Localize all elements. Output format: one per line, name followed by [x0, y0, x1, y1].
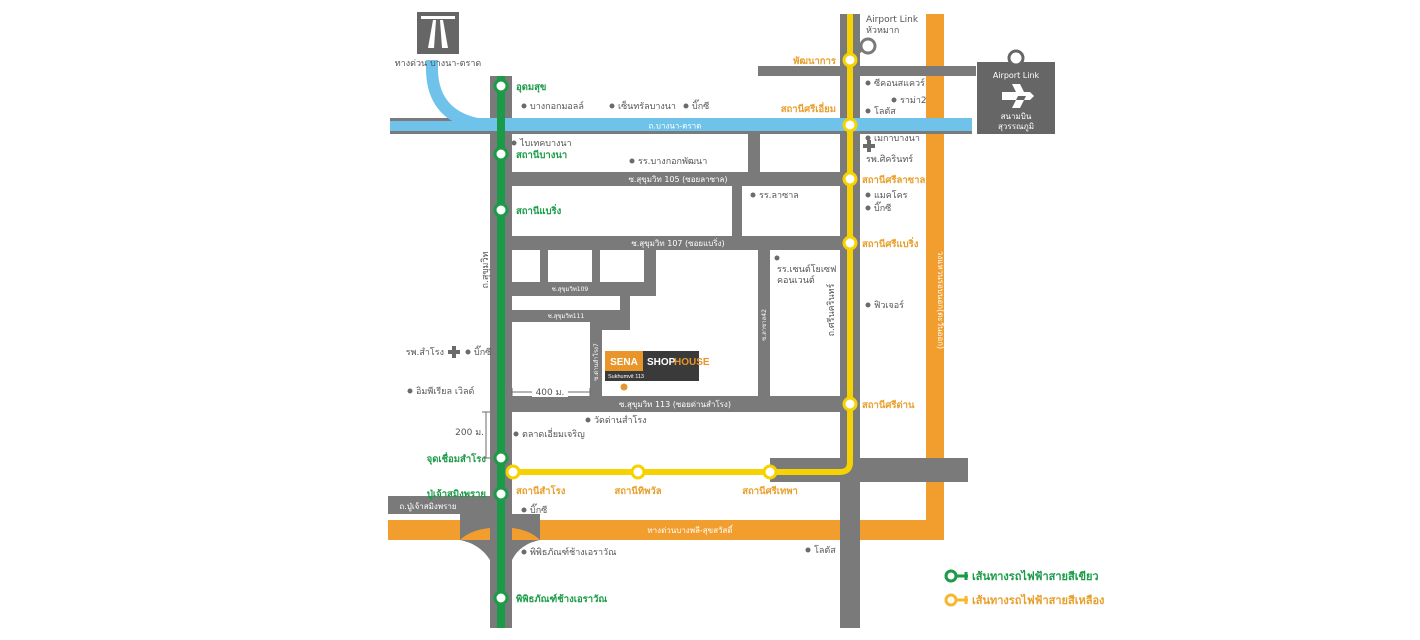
- pu-chao-road-label: ถ.ปู่เจ้าสมิงพราย: [399, 502, 456, 512]
- landmark-bangkok-patana: รร.บางกอกพัฒนา: [638, 157, 707, 167]
- soi105-label: ซ.สุขุมวิท 105 (ซอยลาซาล): [628, 175, 727, 184]
- project-logo: SENA SHOP HOUSE Sukhumvit 113: [605, 351, 710, 381]
- landmark-seacon: ซีคอนสแควร์: [874, 77, 925, 89]
- station-thipphawan: สถานีทิพวัล: [614, 485, 661, 497]
- station-erawan: พิพิธภัณฑ์ช้างเอราวัณ: [516, 593, 607, 605]
- landmark-talad: ตลาดเอี่ยมเจริญ: [522, 427, 585, 440]
- soi-lasalle42-label: ซ.ลาซาล42: [761, 309, 768, 341]
- green-stations: [493, 78, 509, 606]
- station-sri-dan: สถานีศรีด่าน: [862, 399, 915, 411]
- landmark-lotus-2: โลตัส: [814, 545, 836, 556]
- landmark-st-joseph-1: รร.เซนต์โยเซฟ: [777, 263, 836, 275]
- distance-400-label: 400 ม.: [536, 388, 565, 398]
- sukhumvit-label: ถ.สุขุมวิท: [480, 251, 491, 288]
- landmark-central-bangna: เซ็นทรัลบางนา: [618, 99, 676, 112]
- station-sri-thepha: สถานีศรีเทพา: [742, 485, 798, 497]
- station-pattanakan: พัฒนาการ: [793, 56, 837, 67]
- bangna-trat-label: ถ.บางนา-ตราด: [649, 122, 702, 131]
- soi107-label: ซ.สุขุมวิท 107 (ซอยแบริ่ง): [631, 237, 724, 248]
- soi-samrong7-label: ซ.ด่านสำโรง7: [592, 343, 600, 381]
- landmark-st-joseph-2: คอนเวนต์: [777, 274, 815, 286]
- landmark-bigc-2: บิ๊กซี: [874, 201, 891, 214]
- airport-link-label-1: Airport Link: [866, 15, 919, 25]
- landmark-mega-bangna: เมกาบางนา: [874, 134, 920, 144]
- landmark-bangkok-mall: บางกอกมอลล์: [530, 100, 584, 112]
- station-bearing: สถานีแบริ่ง: [516, 203, 562, 217]
- distance-marker-400: [511, 385, 591, 397]
- distance-200-label: 200 ม.: [455, 428, 484, 438]
- station-sri-lasalle: สถานีศรีลาซาล: [862, 174, 925, 186]
- landmark-samrong-hospital: รพ.สำโรง: [406, 347, 444, 358]
- hospital-icon: [863, 140, 875, 152]
- ring-road-corner: [926, 520, 944, 540]
- kanchanaphisek-label: วงแหวนรอบนอก(ตะวันออก): [936, 251, 945, 349]
- landmark-lasalle-school: รร.ลาซาล: [759, 191, 799, 201]
- legend-yellow: [944, 593, 968, 607]
- airport-link-station-icon: [859, 37, 877, 55]
- green-line: [497, 76, 505, 628]
- project-sub: Sukhumvit 113: [608, 374, 644, 380]
- landmark-lotus-1: โลตัส: [874, 106, 896, 117]
- airport-link-label-2: หัวหมาก: [866, 26, 899, 36]
- landmark-dots: [407, 80, 897, 555]
- landmark-erawan-museum: พิพิธภัณฑ์ช้างเอราวัณ: [530, 546, 616, 558]
- soi109-label: ซ.สุขุมวิท109: [552, 286, 589, 293]
- project-location-pin: [620, 383, 628, 391]
- landmark-future: ฟิวเจอร์: [874, 299, 904, 311]
- landmark-bigc-3: บิ๊กซี: [474, 345, 491, 358]
- legend-yellow-label: เส้นทางรถไฟฟ้าสายสีเหลือง: [972, 593, 1104, 607]
- project-name-b: HOUSE: [674, 357, 710, 368]
- srinakarin-label: ถ.ศรีนครินทร์: [825, 283, 837, 336]
- expressway-icon: [417, 12, 459, 54]
- soi113-label: ซ.สุขุมวิท 113 (ซอยด่านสำโรง): [619, 399, 731, 409]
- station-samrong: สถานีสำโรง: [516, 485, 566, 497]
- yellow-line: [513, 14, 853, 475]
- landmark-biotech: ไบเทคบางนา: [519, 138, 572, 149]
- yellow-stations: [505, 52, 858, 480]
- expressway-label: ทางด่วน บางนา-ตราด: [395, 59, 482, 69]
- kanchanaphisek-road: [926, 14, 944, 540]
- station-bangna: สถานีบางนา: [516, 149, 567, 161]
- landmark-wat-dan: วัดด่านสำโรง: [594, 415, 647, 426]
- station-samrong-junction: จุดเชื่อมสำโรง: [427, 451, 487, 465]
- airport-name-1: สนามบิน: [1001, 112, 1032, 121]
- airport-link-box-title: Airport Link: [993, 71, 1040, 80]
- landmark-srinakarin-hospital: รพ.ศิครินทร์: [866, 153, 913, 165]
- legend-green: [944, 569, 968, 583]
- landmark-bigc-4: บิ๊กซี: [530, 503, 547, 516]
- station-udomsuk: อุดมสุข: [516, 82, 546, 93]
- project-brand: SENA: [610, 357, 638, 368]
- soi111-label: ซ.สุขุมวิท111: [548, 313, 585, 320]
- station-pu-chao: ปู่เจ้าสมิงพราย: [427, 488, 486, 501]
- airport-box: Airport Link สนามบิน สุวรรณภูมิ: [977, 49, 1055, 134]
- landmark-imperial: อิมพีเรียล เวิลด์: [416, 385, 474, 397]
- legend-green-label: เส้นทางรถไฟฟ้าสายสีเขียว: [972, 569, 1099, 583]
- landmark-makro: แมคโคร: [874, 190, 908, 201]
- station-sri-bearing: สถานีศรีแบริ่ง: [862, 236, 919, 250]
- bang-phli-expressway-label: ทางด่วนบางพลี-สุขสวัสดิ์: [647, 524, 734, 535]
- station-sri-iam: สถานีศรีเอี่ยม: [781, 101, 836, 115]
- landmark-rama2: ราม่า2: [900, 96, 927, 106]
- distance-marker-200: [482, 411, 490, 459]
- landmark-bigc-bangna: บิ๊กซี: [692, 99, 709, 112]
- airport-name-2: สุวรรณภูมิ: [998, 122, 1034, 132]
- hospital-icon-2: [448, 346, 460, 358]
- project-name-a: SHOP: [647, 357, 676, 368]
- airplane-icon: [1002, 84, 1034, 108]
